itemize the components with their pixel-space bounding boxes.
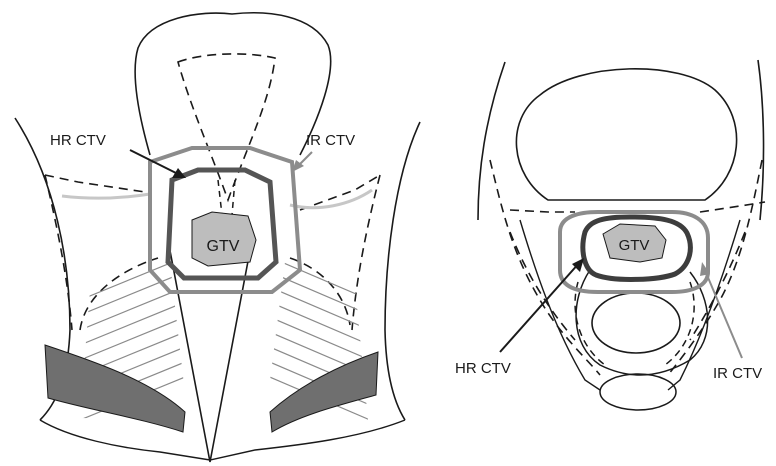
- left-muscle-band-right: [270, 352, 378, 432]
- left-neck-bottom: [40, 420, 405, 460]
- right-larynx-ring-outer: [576, 270, 708, 375]
- left-gtv-label: GTV: [207, 238, 240, 255]
- right-neck-outline-right: [758, 60, 764, 220]
- right-airway-oval: [592, 293, 680, 353]
- right-dashed-boundary-right: [700, 202, 765, 212]
- right-neck-outline-left: [478, 62, 505, 220]
- right-gtv-label: GTV: [619, 237, 650, 254]
- left-muscle-band-left: [45, 345, 185, 432]
- left-ir-ctv-label: IR CTV: [306, 132, 355, 149]
- left-dashed-tract: [218, 180, 235, 215]
- left-neck-outline-right: [385, 122, 420, 420]
- left-nodal-boundary-left: [45, 175, 145, 192]
- right-ir-ctv-label: IR CTV: [713, 365, 762, 382]
- left-nodal-side-left: [45, 175, 72, 330]
- right-panel: GTV HR CTV IR CTV: [455, 60, 765, 410]
- left-panel: GTV HR CTV IR CTV: [15, 13, 420, 462]
- right-dashed-boundary-left: [510, 210, 575, 212]
- left-bone-line-left: [62, 194, 150, 198]
- right-hr-ctv-label: HR CTV: [455, 360, 511, 377]
- left-hr-ctv-label: HR CTV: [50, 132, 106, 149]
- left-mandible-outline: [135, 13, 331, 155]
- right-vertebral-body: [600, 374, 676, 410]
- right-ir-ctv-arrow: [704, 268, 742, 358]
- right-dashed-lateral-left: [490, 160, 600, 375]
- right-mandible-dome: [516, 69, 736, 200]
- left-scm-dashed-left: [80, 258, 158, 330]
